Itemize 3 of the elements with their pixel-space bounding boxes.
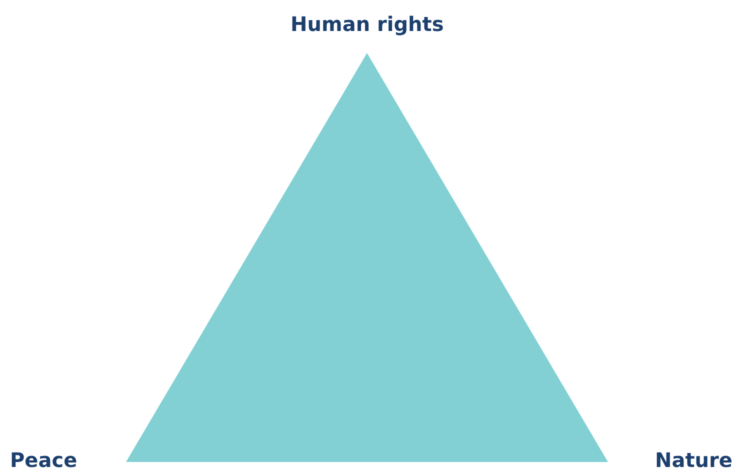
vertex-label: Nature (655, 448, 732, 470)
vertex-label: Peace (10, 448, 78, 470)
vertex-label: Human rights (290, 12, 444, 36)
